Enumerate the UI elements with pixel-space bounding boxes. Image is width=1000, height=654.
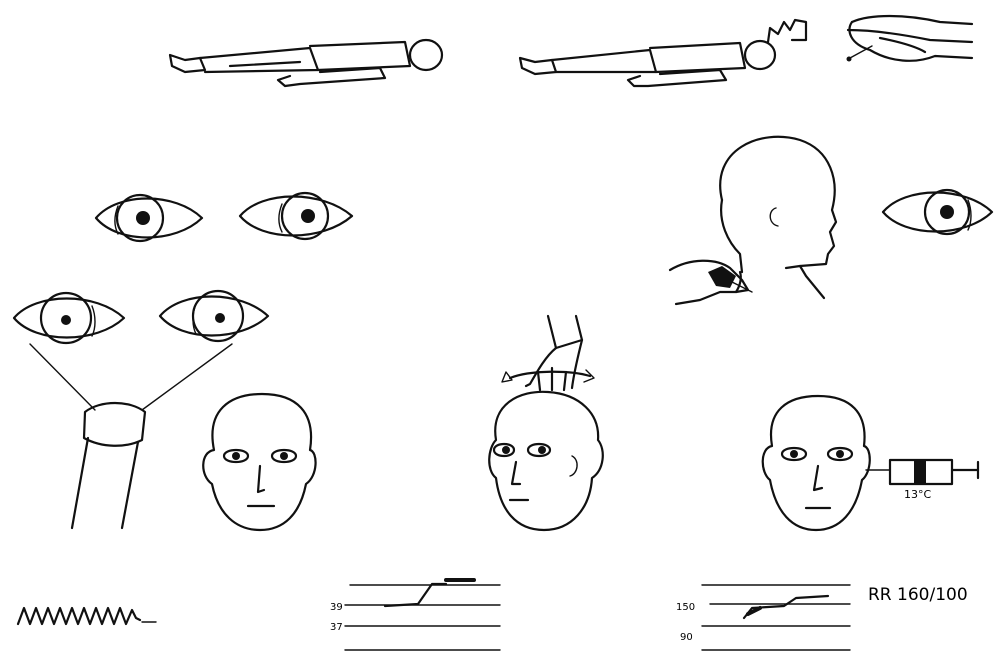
syringe-icon <box>866 460 978 484</box>
temperature-label: 13°C <box>904 488 931 501</box>
temperature-graph: 39 37 <box>330 580 500 650</box>
tick-label: 150 <box>676 602 695 613</box>
eye-icon <box>240 193 352 239</box>
lying-body-figure-right <box>520 20 806 86</box>
tick-label: 90 <box>680 632 693 643</box>
blood-pressure-graph: 150 90 <box>676 585 850 650</box>
head-front-left <box>203 394 315 530</box>
flashlight-icon <box>30 344 232 528</box>
eye-icon <box>14 293 124 343</box>
eye-icon <box>96 195 202 241</box>
blood-pressure-label: RR 160/100 <box>868 585 968 605</box>
hand-with-needle <box>847 16 973 62</box>
eye-pair-midposition <box>96 193 352 241</box>
lying-body-figure-left <box>170 40 442 86</box>
breathing-waveform <box>18 608 156 624</box>
head-rotation-test <box>489 316 603 530</box>
eye-pair-pupil-reaction <box>14 291 268 343</box>
tick-label: 37 <box>330 622 343 633</box>
tick-label: 39 <box>330 602 343 613</box>
head-caloric-test <box>763 396 870 530</box>
eye-icon <box>160 291 268 341</box>
head-profile-with-pinch <box>670 137 836 304</box>
eye-icon <box>883 190 992 234</box>
